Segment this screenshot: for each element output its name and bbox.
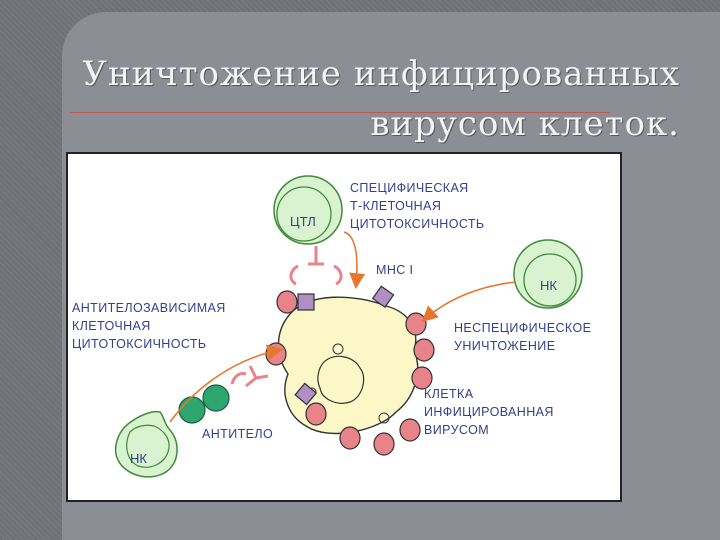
label-nonspecific-1: НЕСПЕЦИФИЧЕСКОЕ — [454, 321, 591, 335]
cell-nucleus — [317, 355, 365, 404]
label-specific-2: Т-КЛЕТОЧНАЯ — [350, 199, 441, 213]
nk-left-label: НК — [130, 451, 147, 466]
label-antibody: АНТИТЕЛО — [202, 427, 273, 441]
receptor — [411, 366, 433, 390]
nk-cell-left — [114, 410, 178, 478]
slide-title-line1: Уничтожение инфицированных — [82, 54, 680, 94]
ctl-cell — [273, 175, 343, 245]
ctl-label: ЦТЛ — [290, 214, 316, 229]
label-infected-2: ИНФИЦИРОВАННАЯ — [424, 405, 554, 419]
label-infected-1: КЛЕТКА — [424, 387, 474, 401]
label-infected-3: ВИРУСОМ — [424, 423, 489, 437]
label-adcc-2: КЛЕТОЧНАЯ — [72, 319, 151, 333]
antibody-y-shape — [230, 365, 269, 388]
label-specific-1: СПЕЦИФИЧЕСКАЯ — [350, 181, 469, 195]
antibody-bound-sphere — [178, 396, 206, 424]
receptor — [373, 432, 395, 456]
mhc-marker — [371, 285, 395, 308]
cell-vesicle — [332, 343, 344, 355]
nk-right-label: НК — [540, 278, 557, 293]
mhc-marker — [297, 293, 315, 311]
antibody-bound-sphere — [202, 384, 230, 412]
receptor — [276, 290, 298, 314]
receptor — [399, 418, 421, 442]
arrow-specific — [343, 231, 366, 290]
receptor — [405, 312, 427, 336]
immune-diagram: ЦТЛ НК НК СПЕЦИФИЧЕСКАЯ Т-КЛЕТОЧНАЯ ЦИТО… — [72, 175, 591, 478]
label-nonspecific-2: УНИЧТОЖЕНИЕ — [454, 339, 555, 353]
nk-cell-right — [513, 239, 583, 309]
slide-title-line2: вирусом клеток. — [370, 104, 680, 144]
t-cell-receptor — [289, 246, 343, 286]
mhc-marker — [294, 382, 318, 406]
arrow-adcc — [169, 344, 284, 423]
label-mhc: МНС I — [376, 263, 413, 277]
cell-vesicle — [378, 412, 390, 424]
label-specific-3: ЦИТОТОКСИЧНОСТЬ — [350, 217, 485, 231]
receptor — [265, 342, 287, 366]
title-rule — [70, 112, 610, 113]
diagram-frame: ЦТЛ НК НК СПЕЦИФИЧЕСКАЯ Т-КЛЕТОЧНАЯ ЦИТО… — [66, 152, 622, 502]
receptor — [305, 402, 327, 426]
arrow-nonspecific — [421, 281, 517, 323]
label-adcc-1: АНТИТЕЛОЗАВИСИМАЯ — [72, 301, 226, 315]
label-adcc-3: ЦИТОТОКСИЧНОСТЬ — [72, 337, 207, 351]
receptor — [413, 338, 435, 362]
receptor — [339, 426, 361, 450]
